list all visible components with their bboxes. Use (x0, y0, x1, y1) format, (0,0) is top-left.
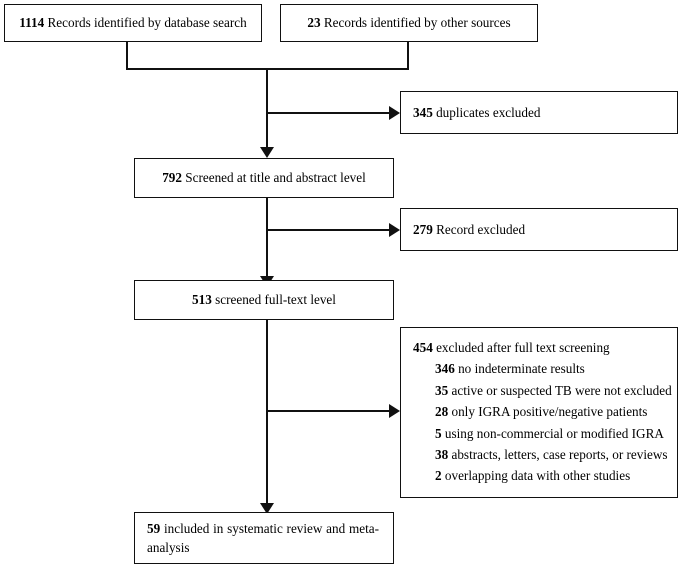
node-included-count: 59 (147, 520, 161, 536)
node-duplicates-excluded: 345 duplicates excluded (400, 91, 678, 134)
node-fulltext-screened-count: 513 (192, 292, 212, 308)
exclusion-reason-item: 38 abstracts, letters, case reports, or … (413, 444, 677, 465)
exclusion-reason-item: 5 using non-commercial or modified IGRA (413, 423, 677, 444)
exclusion-reason-label: no indeterminate results (458, 361, 585, 377)
arrowhead-to-fulltext-excluded (389, 404, 400, 418)
node-title-abstract-screened: 792 Screened at title and abstract level (134, 158, 394, 198)
exclusion-reason-label: overlapping data with other studies (444, 468, 631, 484)
node-database-search-count: 1114 (19, 15, 45, 31)
node-other-sources-count: 23 (307, 15, 321, 31)
connector-branch-fulltext-excluded (266, 410, 391, 412)
node-duplicates-excluded-text: 345 duplicates excluded (401, 103, 677, 122)
node-included-label: included in systematic review and meta-a… (147, 520, 380, 555)
exclusion-reason-item: 35 active or suspected TB were not exclu… (413, 380, 677, 401)
node-fulltext-excluded-text: 454 excluded after full text screening 3… (401, 328, 677, 487)
node-other-sources-label: Records identified by other sources (323, 15, 511, 31)
exclusion-reason-count: 2 (435, 468, 442, 484)
node-database-search-label: Records identified by database search (47, 15, 247, 31)
arrowhead-to-included (260, 503, 274, 514)
node-title-abstract-screened-text: 792 Screened at title and abstract level (135, 168, 393, 187)
node-record-excluded-text: 279 Record excluded (401, 220, 677, 239)
exclusion-reason-count: 35 (435, 382, 449, 398)
node-included: 59 included in systematic review and met… (134, 512, 394, 564)
exclusion-reason-label: only IGRA positive/negative patients (451, 404, 648, 420)
connector-branch-record-excluded (266, 229, 391, 231)
node-fulltext-excluded-label: excluded after full text screening (436, 340, 610, 355)
node-database-search-text: 1114 Records identified by database sear… (5, 13, 261, 32)
node-other-sources-text: 23 Records identified by other sources (281, 13, 537, 32)
exclusion-reason-label: using non-commercial or modified IGRA (444, 425, 664, 441)
node-fulltext-screened: 513 screened full-text level (134, 280, 394, 320)
exclusion-reason-count: 38 (435, 446, 449, 462)
connector-spine-2 (266, 198, 268, 280)
node-title-abstract-screened-count: 792 (162, 170, 182, 186)
exclusion-reason-count: 5 (435, 425, 442, 441)
node-fulltext-screened-text: 513 screened full-text level (135, 290, 393, 309)
node-fulltext-excluded: 454 excluded after full text screening 3… (400, 327, 678, 498)
node-database-search: 1114 Records identified by database sear… (4, 4, 262, 42)
exclusion-reason-label: abstracts, letters, case reports, or rev… (451, 446, 668, 462)
node-fulltext-excluded-headline: 454 excluded after full text screening (413, 337, 677, 358)
exclusion-reason-item: 2 overlapping data with other studies (413, 465, 677, 486)
arrowhead-to-record-excluded (389, 223, 400, 237)
node-record-excluded-label: Record excluded (436, 221, 526, 237)
exclusion-reason-label: active or suspected TB were not excluded (451, 382, 672, 398)
connector-right-leg (407, 42, 409, 70)
exclusion-reason-count: 346 (435, 361, 455, 377)
connector-spine-3 (266, 320, 268, 508)
connector-spine-1 (266, 68, 268, 151)
arrowhead-to-duplicates (389, 106, 400, 120)
node-record-excluded: 279 Record excluded (400, 208, 678, 251)
exclusion-reason-item: 346 no indeterminate results (413, 358, 677, 379)
node-fulltext-screened-label: screened full-text level (215, 292, 336, 308)
node-record-excluded-count: 279 (413, 221, 433, 237)
exclusion-reason-item: 28 only IGRA positive/negative patients (413, 401, 677, 422)
exclusion-reason-count: 28 (435, 404, 449, 420)
connector-left-leg (126, 42, 128, 70)
node-fulltext-excluded-count: 454 (413, 340, 433, 355)
node-other-sources: 23 Records identified by other sources (280, 4, 538, 42)
node-duplicates-excluded-label: duplicates excluded (436, 104, 541, 120)
connector-branch-duplicates (266, 112, 391, 114)
arrowhead-to-screened (260, 147, 274, 158)
node-duplicates-excluded-count: 345 (413, 104, 433, 120)
node-included-text: 59 included in systematic review and met… (135, 519, 393, 557)
node-title-abstract-screened-label: Screened at title and abstract level (185, 170, 366, 186)
